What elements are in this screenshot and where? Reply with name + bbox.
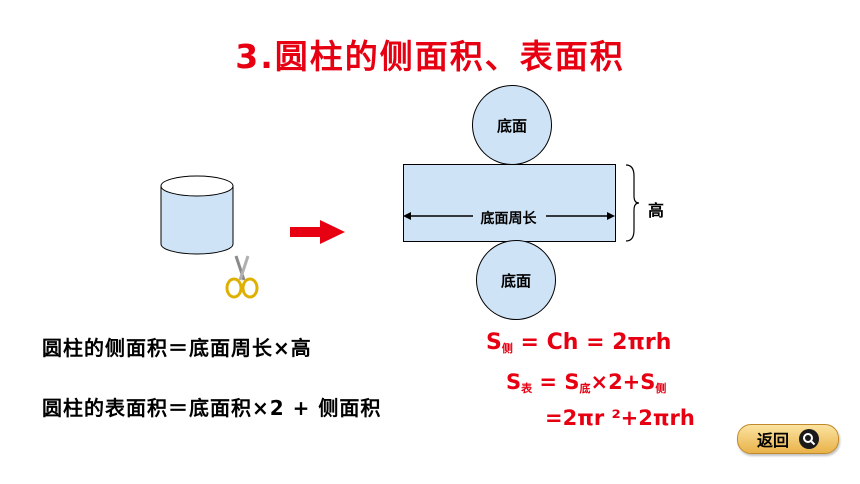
lateral-expression: = Ch = 2πrh [512, 330, 672, 355]
symbol-s: S [486, 330, 502, 355]
back-button-label: 返回 [756, 431, 789, 450]
top-base-circle: 底面 [472, 85, 552, 165]
symbol-s: S [506, 370, 522, 394]
subscript-lateral: 侧 [501, 342, 513, 355]
subscript-lateral: 侧 [655, 382, 667, 395]
search-icon [799, 429, 819, 449]
surface-formula-red-line1: S表 = S底×2+S侧 [506, 370, 666, 396]
surface-area-formula: 圆柱的表面积＝底面积×2 + 侧面积 [42, 396, 382, 420]
page-title: 3.圆柱的侧面积、表面积 [235, 37, 625, 76]
bottom-base-circle: 底面 [476, 240, 556, 320]
surface-expression-part: = S [532, 370, 580, 394]
back-button[interactable]: 返回 [737, 424, 839, 454]
subscript-base: 底 [579, 382, 591, 395]
circumference-label: 底面周长 [480, 211, 537, 227]
height-brace [625, 164, 640, 242]
height-label: 高 [648, 201, 665, 220]
cylinder-icon [160, 175, 234, 255]
top-circle-label: 底面 [496, 116, 527, 135]
surface-expression-part: ×2+S [590, 370, 656, 394]
subscript-surface: 表 [521, 382, 533, 395]
lateral-area-formula: 圆柱的侧面积＝底面周长×高 [42, 336, 312, 360]
surface-formula-red-line2: =2πr ²+2πrh [545, 406, 695, 430]
circumference-arrow [403, 212, 615, 220]
scissors-icon [225, 255, 259, 299]
bottom-circle-label: 底面 [500, 271, 531, 290]
lateral-formula-red: S侧 = Ch = 2πrh [486, 330, 671, 356]
lateral-rectangle [403, 164, 616, 242]
arrow-right-icon [290, 220, 345, 244]
